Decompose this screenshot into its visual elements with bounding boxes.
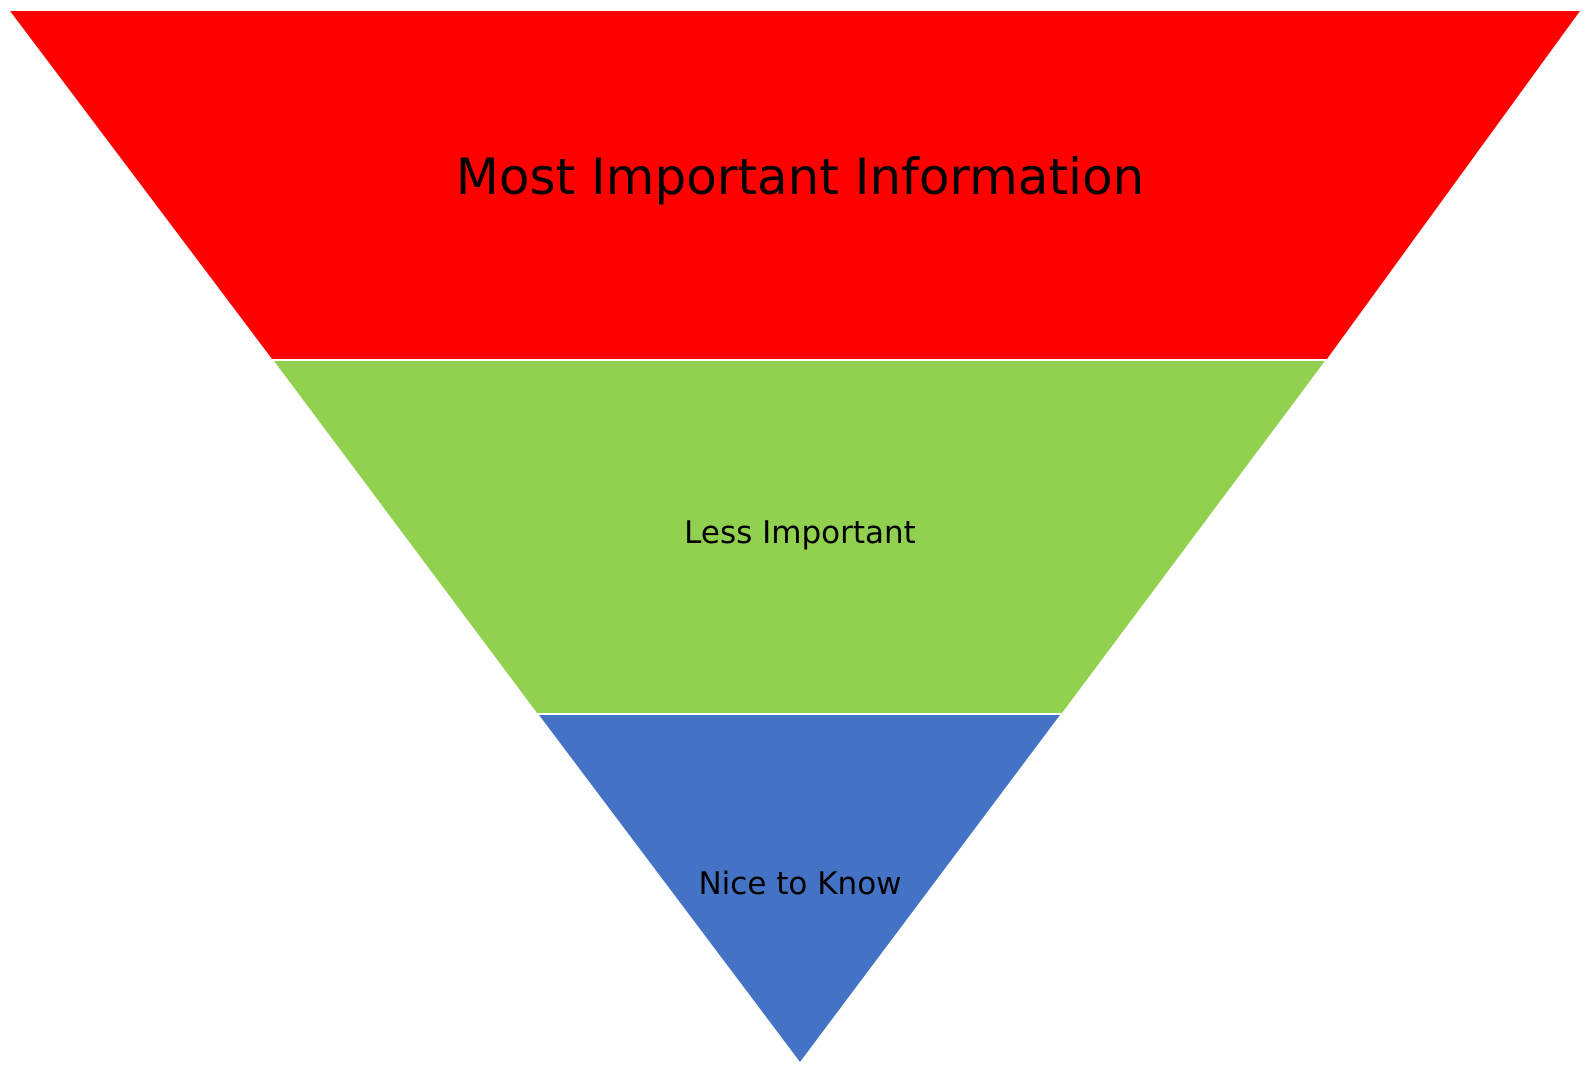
tier-nice-to-know — [539, 715, 1060, 1062]
tier-label-less-important: Less Important — [684, 515, 916, 551]
tier-most-important — [10, 11, 1580, 359]
tier-label-most-important: Most Important Information — [455, 148, 1145, 206]
tier-label-nice-to-know: Nice to Know — [698, 866, 902, 902]
tier-less-important — [274, 361, 1325, 713]
